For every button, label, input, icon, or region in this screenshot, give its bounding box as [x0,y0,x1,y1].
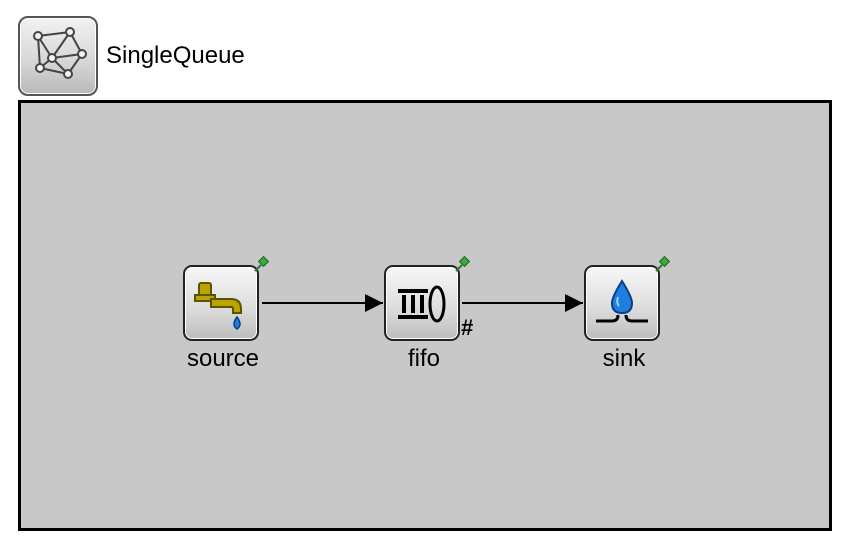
module-source[interactable]: source [183,255,270,372]
network-title: SingleQueue [106,42,245,69]
module-label-sink: sink [602,345,646,372]
module-sink[interactable]: sink [584,255,671,372]
drop-sink-icon[interactable] [584,265,660,341]
queue-length-marker: # [461,315,474,340]
network-header: SingleQueue [18,16,245,96]
faucet-icon[interactable] [183,265,259,341]
pin-icon [655,255,671,272]
network-graph-icon[interactable] [18,16,98,96]
pin-icon [455,255,471,272]
module-label-fifo: fifo [407,345,440,372]
pin-icon [254,255,270,272]
queue-icon[interactable] [384,265,460,341]
module-label-source: source [186,345,260,372]
module-fifo[interactable]: # fifo [384,255,473,372]
